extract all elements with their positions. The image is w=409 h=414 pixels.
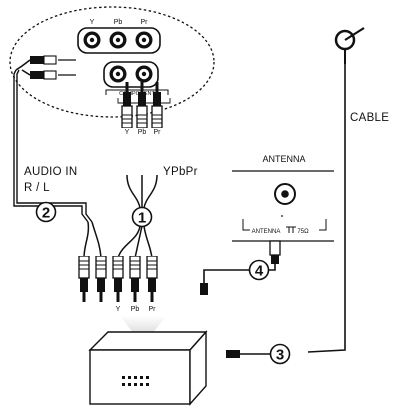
step-marker-4: 4 — [248, 259, 270, 281]
ypbpr-top-label-y: Y — [125, 129, 130, 136]
jack-label-pb: Pb — [114, 19, 123, 26]
ypbpr-cable-bundle — [83, 174, 158, 259]
panel-outline — [9, 6, 215, 118]
audio-in-label: AUDIO IN — [24, 166, 78, 178]
tv-component-panel: Y Pb Pr COMPONENT IN — [9, 6, 215, 118]
cable-label: CABLE — [350, 112, 389, 124]
ypbpr-top-label-pr: Pr — [154, 129, 162, 136]
ypbpr-bottom-label-pb: Pb — [131, 306, 140, 313]
lower-jack-row — [103, 61, 159, 88]
ypbpr-bottom-label-pr: Pr — [149, 306, 157, 313]
jack-y-upper[interactable] — [83, 31, 101, 49]
jack-component-left[interactable] — [109, 65, 127, 83]
ypbpr-top-plugs — [121, 81, 163, 128]
bottom-plug-row — [78, 256, 158, 303]
step-marker-2: 2 — [35, 201, 57, 223]
jack-label-pr: Pr — [141, 19, 149, 26]
wall-cable — [226, 27, 365, 358]
ypbpr-bottom-label-y: Y — [116, 306, 121, 313]
upper-jack-row — [77, 27, 161, 54]
audio-rl-label: R / L — [24, 182, 50, 194]
antenna-socket[interactable] — [274, 183, 296, 205]
antenna-cable — [200, 240, 281, 295]
ypbpr-label: YPbPr — [163, 166, 198, 178]
component-label: COMPONENT — [119, 91, 155, 97]
antenna-title: ANTENNA — [262, 154, 305, 164]
jack-pr-upper[interactable] — [135, 31, 153, 49]
svg-text:2: 2 — [42, 205, 50, 222]
step-marker-1: 1 — [131, 206, 153, 228]
cable-box-connector — [226, 350, 240, 358]
jack-component-right[interactable] — [135, 65, 153, 83]
antenna-socket-label: ANTENNA — [252, 229, 281, 235]
audio-cable — [13, 69, 93, 223]
svg-text:3: 3 — [276, 347, 284, 364]
svg-text:1: 1 — [138, 210, 146, 227]
jack-pb-upper[interactable] — [109, 31, 127, 49]
step-marker-3: 3 — [269, 343, 291, 365]
antenna-cable-end — [200, 283, 208, 295]
audio-plug-pair-top — [15, 55, 76, 80]
svg-text:4: 4 — [255, 263, 264, 280]
ypbpr-top-label-pb: Pb — [138, 129, 147, 136]
set-top-box — [88, 316, 208, 406]
jack-label-y: Y — [90, 19, 95, 26]
box-buttons — [122, 376, 149, 386]
antenna-panel: ANTENNA ANTENNA 75Ω — [232, 154, 334, 242]
impedance-label: 75Ω — [297, 229, 309, 235]
